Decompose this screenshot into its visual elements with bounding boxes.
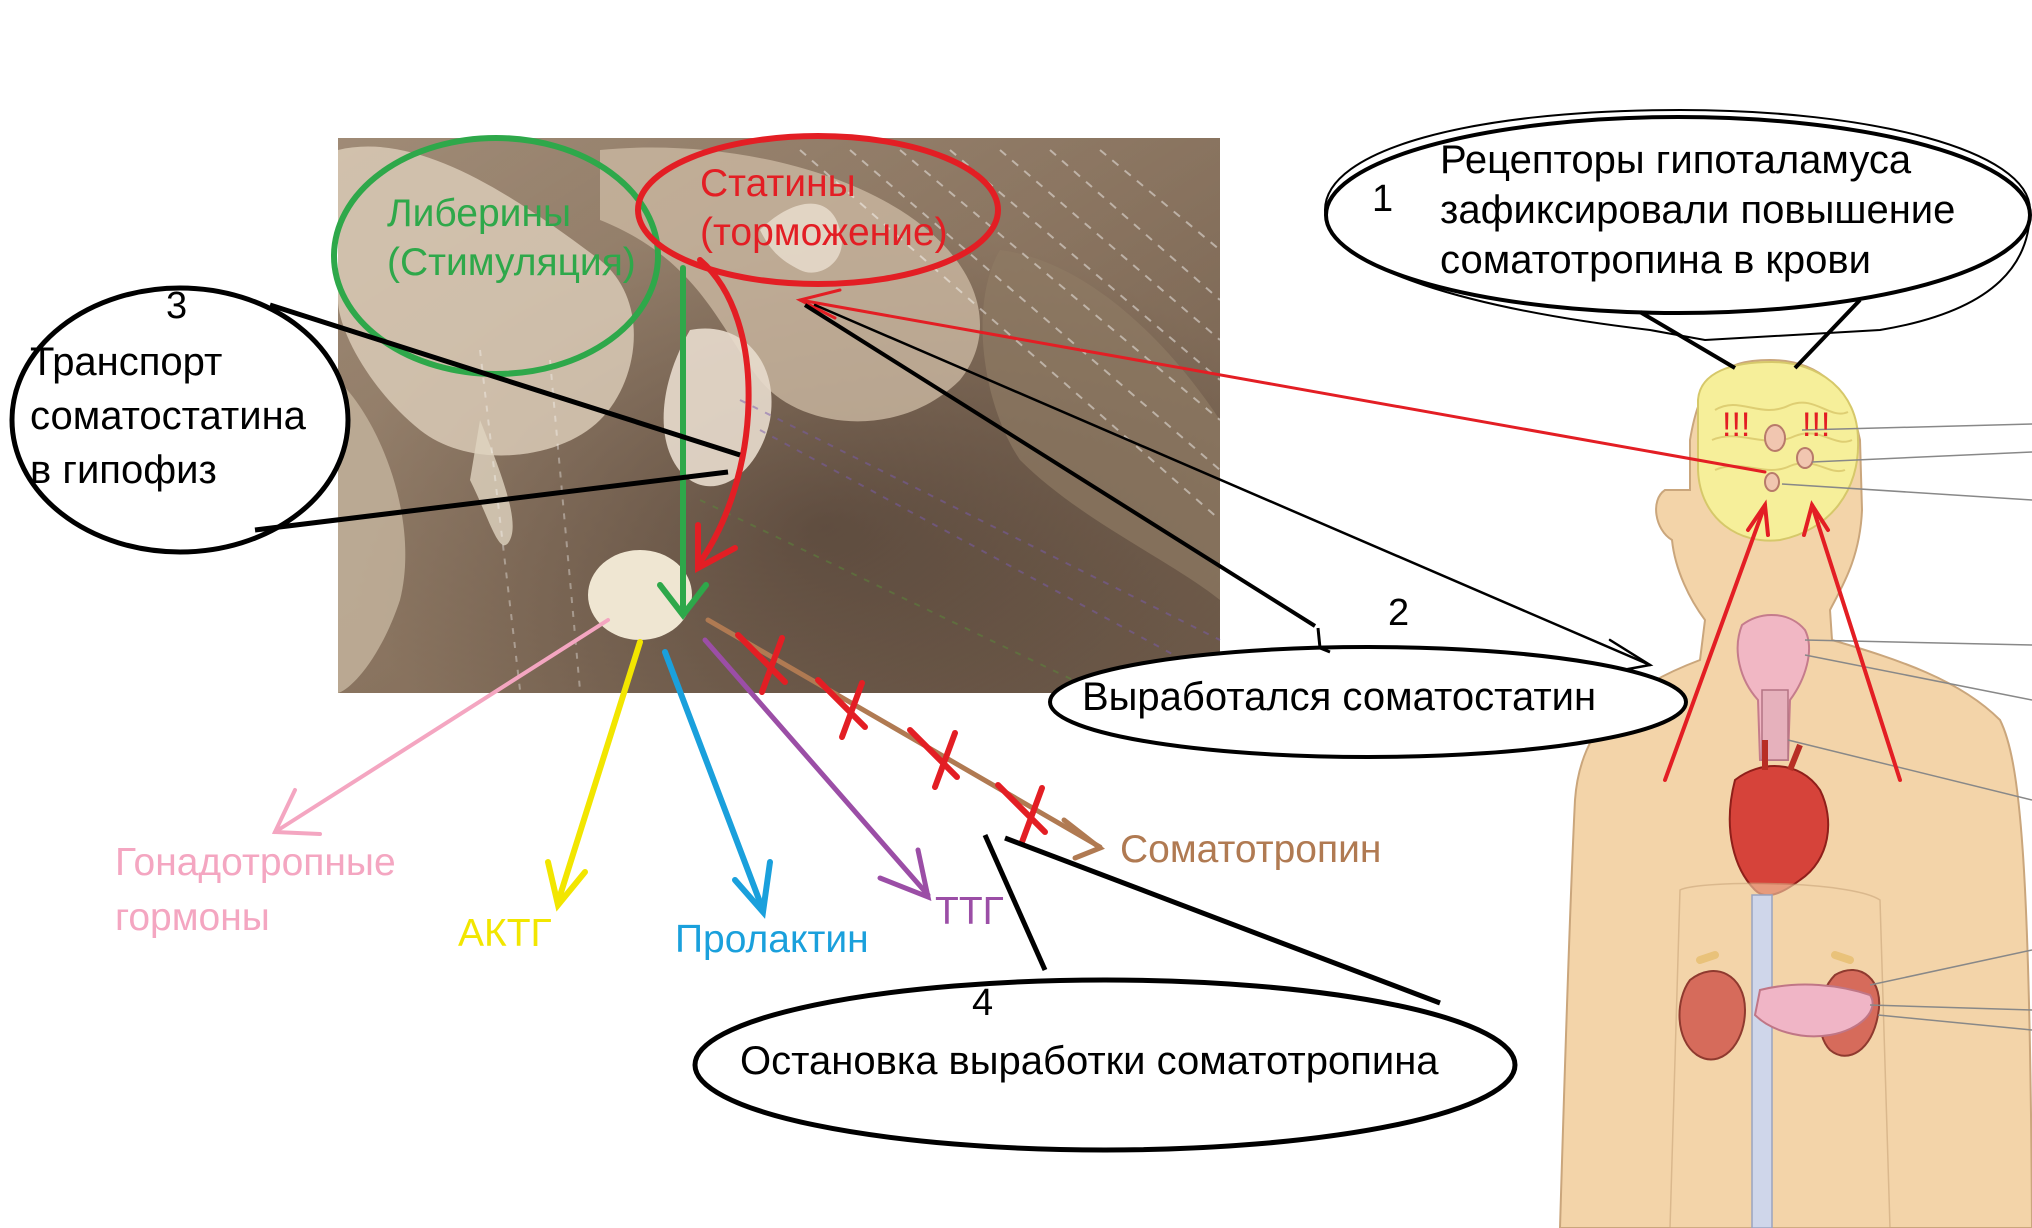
- body-image: [1558, 358, 2032, 1228]
- prolactin-label: Пролактин: [675, 918, 869, 961]
- actg-label: АКТГ: [458, 912, 552, 955]
- statins-label: Статины (торможение): [700, 160, 948, 258]
- liberins-label: Либерины (Стимуляция): [387, 190, 636, 288]
- alarm-mark-right: !!!: [1802, 406, 1831, 444]
- callout-3-bubble: [9, 285, 741, 555]
- callout-3-line2: соматостатина: [30, 394, 306, 438]
- feedback-arrows-to-brain: [1663, 499, 1902, 782]
- callout-1-number: 1: [1372, 178, 1394, 220]
- callout-4-number: 4: [972, 982, 994, 1024]
- somatotropin-label: Соматотропин: [1120, 828, 1382, 871]
- callout-3-text: Транспорт соматостатина в гипофиз: [30, 335, 306, 497]
- ttg-arrow: [702, 637, 932, 902]
- callout-3-line3: в гипофиз: [30, 448, 217, 492]
- callout-3-line1: Транспорт: [30, 340, 223, 384]
- callout-1-bubble: [1323, 108, 2032, 370]
- ttg-label: ТТГ: [935, 890, 1004, 933]
- callout-1-text: Рецепторы гипоталамуса зафиксировали пов…: [1440, 135, 1955, 285]
- callout-1-line2: зафиксировали повышение: [1440, 188, 1956, 232]
- liberins-label-line1: Либерины: [387, 192, 572, 235]
- feedback-arrow-to-hypothalamus: [795, 288, 1767, 474]
- callout-2-text: Выработался соматостатин: [1082, 675, 1597, 719]
- callout-4-bubble: [692, 833, 1518, 1153]
- statins-label-line1: Статины: [700, 162, 856, 205]
- actg-arrow: [545, 639, 643, 912]
- liberins-arrow: [331, 135, 709, 620]
- liberins-label-line2: (Стимуляция): [387, 240, 636, 284]
- gonadotropic-label-line1: Гонадотропные: [115, 841, 396, 884]
- alarm-mark-left: !!!: [1722, 406, 1751, 444]
- somatotropin-blocks: [735, 632, 1048, 845]
- callout-3-number: 3: [166, 285, 188, 327]
- callout-4-text: Остановка выработки соматотропина: [740, 1039, 1439, 1083]
- statins-arrow: [635, 133, 1001, 574]
- callout-1-line3: соматотропина в крови: [1440, 238, 1872, 282]
- gonadotropic-arrow: [271, 618, 610, 836]
- gonadotropic-label: Гонадотропные гормоны: [115, 836, 396, 945]
- callout-1-line1: Рецепторы гипоталамуса: [1440, 138, 1912, 182]
- statins-label-line2: (торможение): [700, 210, 948, 254]
- prolactin-arrow: [662, 649, 773, 919]
- callout-2-bubble: [803, 303, 1688, 759]
- gonadotropic-label-line2: гормоны: [115, 895, 270, 939]
- callout-2-number: 2: [1388, 592, 1410, 634]
